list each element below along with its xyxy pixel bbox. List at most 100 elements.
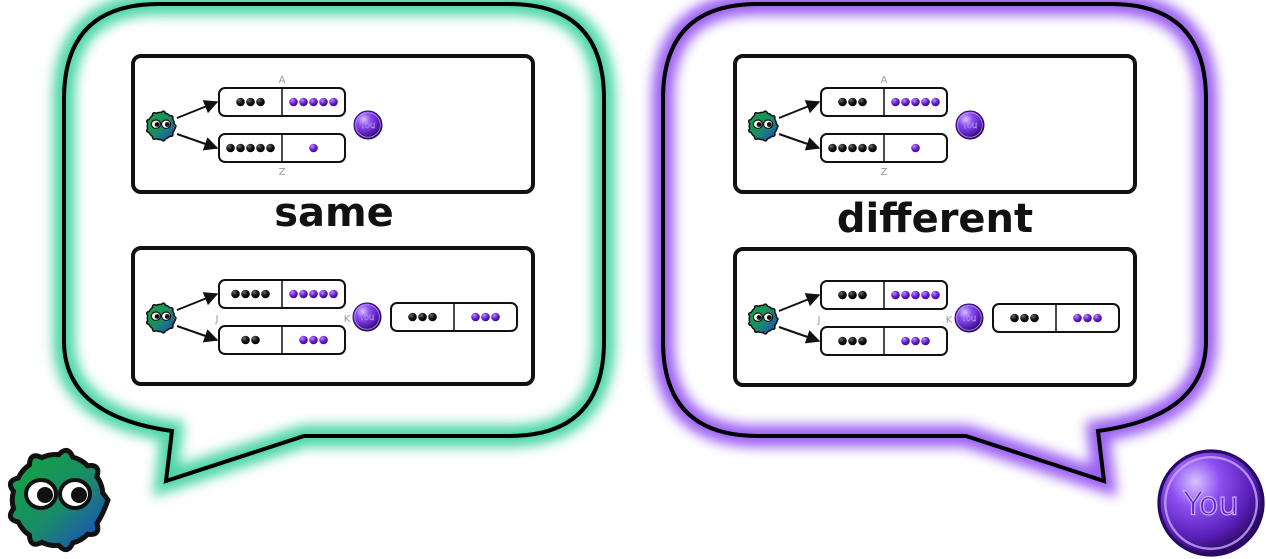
- purple-dot: [911, 336, 920, 346]
- purple-dot: [329, 97, 338, 107]
- purple-dot: [299, 289, 308, 299]
- blob-creature-icon: [747, 303, 779, 335]
- black-dot: [236, 97, 245, 107]
- same-caption: same: [274, 190, 394, 236]
- you-icon: You: [955, 110, 985, 140]
- black-dot: [256, 143, 265, 153]
- purple-dot: [309, 335, 318, 345]
- you-label: You: [359, 313, 375, 323]
- arrow: [176, 100, 219, 119]
- bottom-panel: J K You: [733, 247, 1137, 387]
- option-box: [218, 325, 346, 355]
- pupil: [154, 122, 160, 127]
- pupil: [164, 122, 170, 127]
- avatars: You: [7, 447, 1265, 557]
- black-dot: [241, 335, 250, 345]
- black-dot: [251, 335, 260, 345]
- arrow: [778, 326, 821, 344]
- black-dot: [848, 336, 857, 346]
- purple-dot: [911, 290, 920, 300]
- black-dot: [1030, 313, 1039, 323]
- black-dot: [838, 290, 847, 300]
- black-dot: [1020, 313, 1029, 323]
- option-label-j: J: [215, 314, 219, 325]
- pupil: [756, 315, 762, 320]
- purple-dot: [471, 312, 480, 322]
- option-box: [992, 303, 1120, 333]
- arrow: [176, 133, 219, 151]
- purple-dot: [921, 290, 930, 300]
- pupil: [164, 314, 170, 319]
- black-dot: [848, 97, 857, 107]
- purple-dot: [309, 143, 318, 153]
- black-dot: [266, 143, 275, 153]
- purple-dot: [309, 289, 318, 299]
- purple-dot: [1093, 313, 1102, 323]
- black-dot: [858, 336, 867, 346]
- blob-creature-icon: [7, 447, 111, 553]
- black-dot: [231, 289, 240, 299]
- purple-dot: [329, 289, 338, 299]
- option-label-k: K: [946, 315, 953, 326]
- arrow: [176, 325, 219, 343]
- black-dot: [246, 97, 255, 107]
- purple-dot: [931, 97, 940, 107]
- option-box: [820, 326, 948, 356]
- purple-dot: [901, 290, 910, 300]
- option-box: [218, 87, 346, 117]
- black-dot: [236, 143, 245, 153]
- black-dot: [838, 336, 847, 346]
- you-icon: You: [352, 302, 382, 332]
- purple-dot: [309, 97, 318, 107]
- option-box: [218, 279, 346, 309]
- blob-creature-icon: [747, 110, 779, 142]
- option-box: [820, 280, 948, 310]
- black-dot: [418, 312, 427, 322]
- option-label-a: A: [881, 75, 888, 86]
- option-box: [390, 302, 518, 332]
- purple-dot: [891, 290, 900, 300]
- black-dot: [838, 97, 847, 107]
- black-dot: [848, 290, 857, 300]
- purple-dot: [481, 312, 490, 322]
- pupil: [766, 315, 772, 320]
- black-dot: [261, 289, 270, 299]
- black-dot: [848, 143, 857, 153]
- option-box: [820, 133, 948, 163]
- option-label-a: A: [279, 75, 286, 86]
- purple-dot: [911, 97, 920, 107]
- option-label-j: J: [817, 315, 821, 326]
- you-label: You: [962, 121, 978, 131]
- blob-creature-icon: [145, 110, 177, 142]
- purple-dot: [931, 290, 940, 300]
- black-dot: [251, 289, 260, 299]
- you-avatar-icon: You: [1157, 449, 1265, 557]
- purple-dot: [319, 289, 328, 299]
- black-dot: [241, 289, 250, 299]
- black-dot: [828, 143, 837, 153]
- black-dot: [226, 143, 235, 153]
- purple-dot: [891, 97, 900, 107]
- option-label-z: Z: [279, 167, 286, 178]
- purple-dot: [911, 143, 920, 153]
- purple-dot: [1083, 313, 1092, 323]
- blob-creature-icon: [145, 302, 177, 334]
- arrow: [778, 293, 821, 312]
- option-box: [218, 133, 346, 163]
- purple-dot: [299, 97, 308, 107]
- you-label: You: [961, 314, 977, 324]
- purple-dot: [319, 97, 328, 107]
- purple-dot: [289, 97, 298, 107]
- purple-dot: [491, 312, 500, 322]
- black-dot: [858, 290, 867, 300]
- different-caption: different: [836, 196, 1034, 242]
- black-dot: [246, 143, 255, 153]
- pupil: [766, 122, 772, 127]
- pupil: [37, 487, 53, 503]
- option-box: [820, 87, 948, 117]
